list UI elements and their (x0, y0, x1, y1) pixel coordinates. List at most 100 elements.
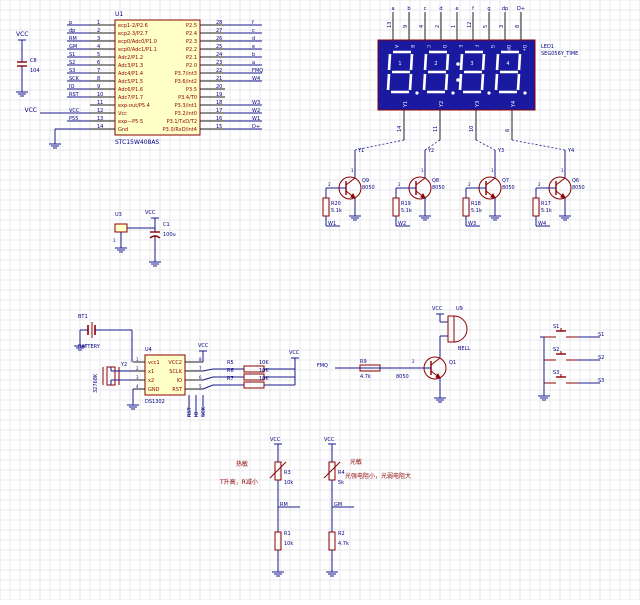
battery-ref: BT1 (78, 314, 88, 320)
buzzer-label: BELL (458, 346, 470, 352)
buzzer-pin-number: 2 (412, 359, 415, 364)
battery-label: BATTERY (78, 344, 101, 350)
buzzer-transistor-collector (430, 357, 441, 366)
sensor-divider-value: 4.7k (338, 541, 349, 547)
driver-q8-emitter-arrow (420, 193, 426, 199)
mcu-pin-number: 5 (97, 52, 100, 58)
mcu-pin-name: Adc7/P1.7 (118, 95, 143, 101)
driver-q6-collector (555, 177, 566, 186)
mcu-net-label: S3 (69, 68, 75, 74)
buzzer-dome (453, 315, 468, 343)
mcu-pin-number: 18 (216, 100, 222, 106)
sensor-vcc-label: VCC (270, 437, 281, 443)
display-pin-name: A (394, 45, 399, 48)
display-body (377, 39, 536, 111)
mcu-net-label: c (252, 28, 255, 34)
driver-resistor-value: 5.1k (541, 208, 552, 214)
mcu-pin-number: 17 (216, 108, 222, 114)
sensor-variable-arrow (323, 461, 341, 479)
gm-note: 光强电阻小，光弱电阻大 (345, 472, 411, 480)
display-pin-name: Y2 (439, 101, 445, 108)
mcu-pin-name: Adc2/P1.2 (118, 55, 143, 61)
display-segment (409, 53, 414, 71)
display-pin-number: 6 (505, 129, 511, 132)
driver-resistor-ref: R17 (541, 201, 551, 207)
sensor-net-label: RM (280, 502, 288, 508)
display-decimal-point (415, 91, 419, 95)
display-pin-number: 4 (419, 25, 425, 28)
display-pin-number: 3 (499, 25, 505, 28)
sensor-divider-ref: R1 (284, 531, 291, 537)
rtc-pin-name: RST (172, 387, 183, 393)
rtc-pin-number: 6 (199, 375, 202, 380)
mcu-pin-number: 19 (216, 92, 222, 98)
mcu-ref: U1 (115, 11, 123, 18)
driver-net-label: W2 (398, 221, 406, 227)
mcu-pin-name: P2.3 (186, 39, 197, 45)
sensor-resistor-value: 5k (338, 480, 344, 486)
crystal-value: 32768K (93, 373, 99, 393)
display-part: SEG056Y_TIME (541, 51, 578, 57)
mcu-pin-number: 10 (97, 92, 103, 98)
mcu-net-label: f (252, 20, 254, 26)
display-segment (516, 73, 521, 91)
mcu-net-label: W3 (252, 100, 260, 106)
rtc-resistor-value: 10K (259, 368, 269, 374)
display-colon-dot (456, 62, 460, 66)
mcu-pin-number: 21 (216, 76, 222, 82)
mcu-body (114, 19, 201, 136)
buzzer-transistor-type: 8050 (396, 374, 409, 380)
buzzer-body (447, 315, 455, 343)
driver-pin-number: 2 (328, 182, 331, 187)
driver-resistor-value: 5.1k (471, 208, 482, 214)
display-pin-number: 12 (467, 22, 473, 28)
display-pin-number: 9 (403, 25, 409, 28)
sensor-divider-ref: R2 (338, 531, 345, 537)
display-digit-tag: 1 (398, 61, 401, 67)
mcu-pin-name: P2.4 (186, 31, 197, 37)
display-segment (445, 53, 450, 71)
temp-sensor-body (114, 223, 128, 233)
rtc-pin-name: IO (177, 378, 182, 384)
display-pin-net: g (487, 6, 490, 12)
display-driver-link (424, 139, 441, 151)
mcu-pin-number: 8 (97, 76, 100, 82)
rtc-resistor-wire (202, 384, 214, 390)
mcu-net-label: D+ (252, 124, 260, 130)
display-segment (494, 73, 499, 91)
display-ref: LED1 (541, 44, 554, 50)
mcu-pin-name: P3.2/int0 (175, 111, 197, 117)
rtc-resistor-value: 10K (259, 360, 269, 366)
display-segment (423, 53, 428, 71)
display-pin-number: 11 (433, 126, 439, 132)
mcu-pin-name: ecp0/Adc0/P1.0 (118, 39, 157, 45)
driver-pin-number: 1 (561, 168, 564, 173)
driver-pin-number: 1 (421, 168, 424, 173)
mcu-pin-number: 2 (97, 28, 100, 34)
driver-pin-number: 1 (351, 168, 354, 173)
rtc-pin-name: SCLK (169, 369, 182, 375)
crystal-ref: Y2 (120, 362, 127, 368)
buzzer-transistor-emitter-arrow (435, 373, 441, 379)
driver-net-label: Y2 (427, 148, 434, 154)
display-pin-name: Y1 (403, 101, 409, 108)
rtc-pin-number: 3 (136, 375, 139, 380)
sensor-net-label: GM (334, 502, 342, 508)
driver-q8-collector (415, 177, 426, 186)
mcu-pin-name: Gnd (118, 127, 128, 133)
display-decimal-point (523, 91, 527, 95)
switch-net-label: S2 (598, 355, 604, 361)
rtc-pin-number: 2 (136, 366, 139, 371)
sensor-resistor-value: 10k (284, 480, 293, 486)
mcu-pin-name: P3.1/TxD/T2 (167, 119, 197, 125)
mcu-net-label: P55 (69, 116, 78, 122)
driver-ref: Q9 (362, 178, 369, 184)
rtc-pullup-vcc-label: VCC (289, 350, 300, 356)
mcu-pin-number: 6 (97, 60, 100, 66)
display-pin-net: f (472, 6, 474, 12)
mcu-pin-name: ecp0/Adc1/P1.1 (118, 47, 157, 53)
display-segment (495, 53, 500, 71)
rtc-resistor-value: 10K (259, 376, 269, 382)
display-pin-name: D+ (522, 45, 527, 51)
display-pin-number: 10 (469, 126, 475, 132)
